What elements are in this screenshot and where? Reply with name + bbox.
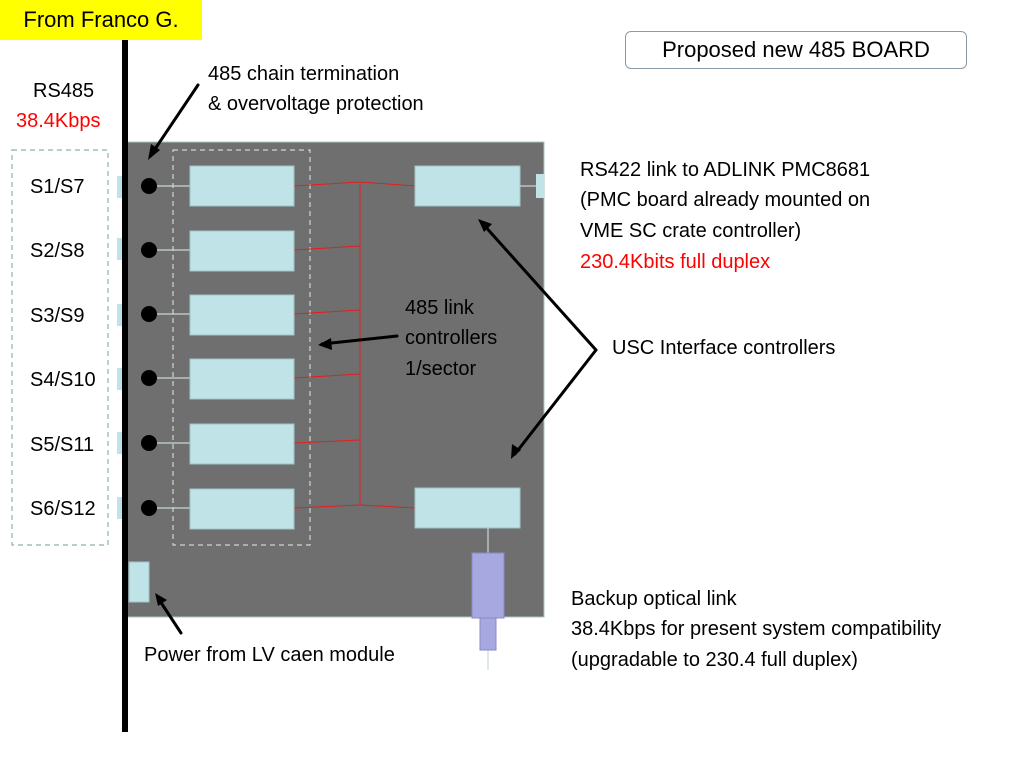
sector-label: S4/S10 [30, 369, 96, 391]
link-controllers-label-line3: 1/sector [405, 358, 477, 380]
rs422-label-line3: VME SC crate controller) [580, 220, 802, 242]
connector-dot [141, 242, 157, 258]
connector-dot [141, 178, 157, 194]
backup-label-line1: Backup optical link [571, 588, 737, 610]
link-controller-block [189, 165, 295, 207]
connector-row-3 [117, 304, 190, 326]
connector-dot [141, 435, 157, 451]
annotation-arrows [151, 83, 598, 635]
usc-controller-top [414, 165, 521, 207]
rs422-label-line2: (PMC board already mounted on [580, 189, 871, 211]
sector-label-group [11, 149, 109, 546]
rs422-connector [536, 174, 544, 198]
source-tag: From Franco G. [0, 0, 202, 40]
link-controllers-group [172, 149, 311, 546]
optical-connector [479, 617, 497, 651]
backup-label-line3: (upgradable to 230.4 full duplex) [571, 649, 858, 671]
termination-label-line2: & overvoltage protection [208, 93, 424, 115]
link-controller-block [189, 358, 295, 400]
link-controller-blocks [189, 165, 295, 530]
connector-row-1 [117, 176, 190, 198]
rs422-label-line4: 230.4Kbits full duplex [580, 251, 771, 273]
power-label: Power from LV caen module [144, 644, 395, 666]
connector-dot [141, 370, 157, 386]
rs485-bus-line [122, 40, 128, 732]
link-controllers-label-line1: 485 link [405, 297, 474, 319]
link-controller-block [189, 488, 295, 530]
connector-row-2 [117, 238, 190, 260]
sector-label: S3/S9 [30, 305, 85, 327]
connector-row-6 [117, 497, 190, 519]
page-title: Proposed new 485 BOARD [625, 31, 967, 69]
power-connector [128, 561, 150, 603]
link-controller-block [189, 230, 295, 272]
optical-transceiver [471, 552, 505, 619]
connector-dot [141, 306, 157, 322]
bus-label: RS485 [33, 80, 95, 102]
sector-label: S6/S12 [30, 498, 96, 520]
arrow-heads [148, 144, 521, 606]
sector-label: S2/S8 [30, 240, 85, 262]
rs422-label-line1: RS422 link to ADLINK PMC8681 [580, 159, 871, 181]
link-controllers-label-line2: controllers [405, 327, 498, 349]
termination-label-line1: 485 chain termination [208, 63, 400, 85]
backup-label-line2: 38.4Kbps for present system compatibilit… [571, 618, 942, 640]
sector-label: S1/S7 [30, 176, 85, 198]
connector-dot [141, 500, 157, 516]
board [124, 141, 545, 618]
internal-wiring [293, 181, 416, 509]
connector-row-5 [117, 432, 190, 454]
bus-speed: 38.4Kbps [16, 110, 101, 132]
connector-row-4 [117, 368, 190, 390]
sector-label: S5/S11 [30, 434, 95, 456]
link-controller-block [189, 423, 295, 465]
usc-controller-bottom [414, 487, 521, 529]
usc-label: USC Interface controllers [612, 337, 836, 359]
link-controller-block [189, 294, 295, 336]
